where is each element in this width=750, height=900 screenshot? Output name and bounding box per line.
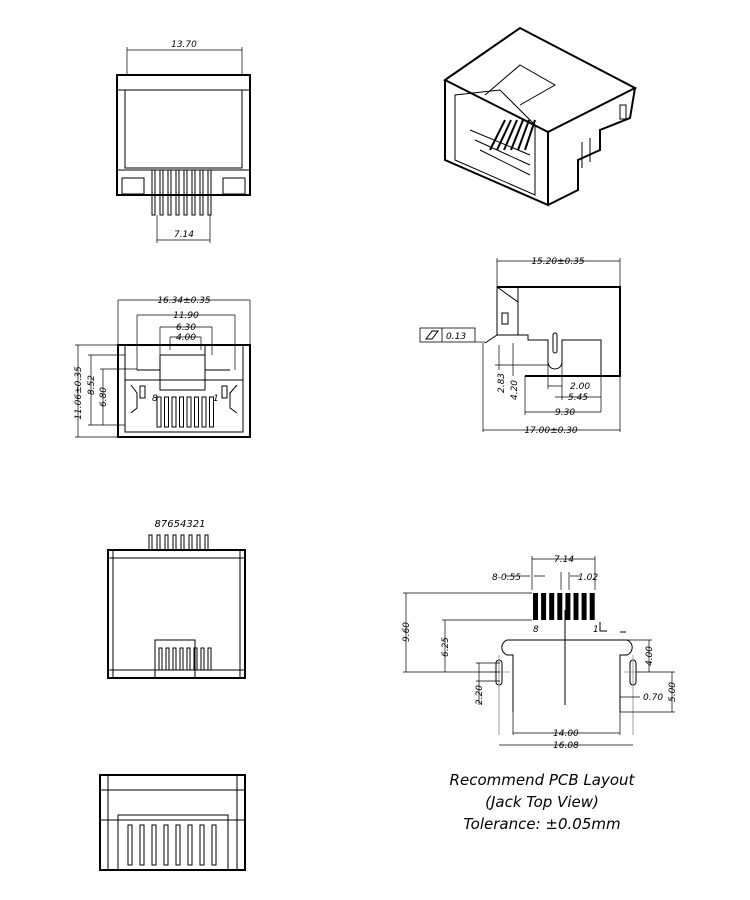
pcb-pad bbox=[557, 593, 563, 620]
flatness-icon bbox=[425, 330, 439, 340]
dim-tab-width: 4.00 bbox=[176, 333, 196, 343]
contact bbox=[524, 119, 536, 151]
dim-5-45: 5.45 bbox=[568, 393, 588, 403]
pin bbox=[175, 169, 180, 216]
caption-tolerance: Tolerance: ±0.05mm bbox=[463, 815, 620, 833]
dim-height-a: 8.52 bbox=[87, 375, 97, 395]
dim-5-00: 5.00 bbox=[668, 682, 678, 702]
pin bbox=[175, 824, 181, 866]
pcb-pad bbox=[549, 593, 555, 620]
pin bbox=[199, 169, 204, 216]
dim-16-08: 16.08 bbox=[553, 741, 579, 751]
dim-9-30: 9.30 bbox=[555, 408, 575, 418]
pcb-pad bbox=[565, 593, 571, 620]
front-dimension-view: 8 1 16.34±0.35 11.90 6.30 4.00 11.06±0.3… bbox=[74, 296, 251, 438]
dim-2-00: 2.00 bbox=[570, 382, 590, 392]
pin-label-8: 8 bbox=[152, 394, 158, 404]
bottom-view: 87654321 bbox=[107, 519, 246, 679]
pin bbox=[179, 647, 184, 671]
caption-title: Recommend PCB Layout bbox=[450, 771, 636, 789]
pin-numbers: 87654321 bbox=[155, 519, 206, 530]
pin-label-1: 1 bbox=[213, 394, 219, 404]
pin bbox=[148, 534, 153, 551]
dim-opening-width: 6.30 bbox=[176, 323, 196, 333]
dim-overall-width: 16.34±0.35 bbox=[157, 296, 211, 306]
pin bbox=[163, 824, 169, 866]
pin bbox=[204, 534, 209, 551]
front-view: 13.70 7.14 bbox=[116, 40, 251, 243]
contact bbox=[517, 119, 530, 151]
rear-view bbox=[99, 774, 246, 871]
pin bbox=[207, 169, 212, 216]
pin bbox=[199, 824, 205, 866]
pin bbox=[172, 534, 177, 551]
dim-0-70: 0.70 bbox=[643, 693, 663, 703]
contact bbox=[510, 119, 524, 151]
dim-overall-height: 11.06±0.35 bbox=[74, 366, 84, 420]
dim-4-20: 4.20 bbox=[510, 380, 520, 400]
flatness-value: 0.13 bbox=[446, 332, 466, 342]
dim-pin-span: 7.14 bbox=[554, 555, 574, 565]
pin bbox=[207, 647, 212, 671]
pin bbox=[167, 169, 172, 216]
pcb-layout: 8 1 7.14 8-0.55 1.02 9.60 6.25 2.20 4.00… bbox=[402, 555, 678, 833]
pin bbox=[156, 534, 161, 551]
caption-view: (Jack Top View) bbox=[485, 793, 599, 811]
pin bbox=[159, 169, 164, 216]
side-view: 0.13 15.20±0.35 17.00±0.30 2.83 4.20 2.0… bbox=[419, 257, 621, 436]
pin bbox=[193, 647, 198, 671]
dim-overall-length: 17.00±0.30 bbox=[524, 426, 578, 436]
dim-6-25: 6.25 bbox=[441, 637, 451, 657]
pin bbox=[187, 824, 193, 866]
pin bbox=[139, 824, 145, 866]
isometric-view bbox=[443, 26, 638, 207]
pin bbox=[180, 534, 185, 551]
pin bbox=[151, 824, 157, 866]
contact bbox=[171, 396, 177, 428]
pcb-pad bbox=[533, 593, 538, 620]
contact bbox=[179, 396, 184, 428]
dim-pad-width: 8-0.55 bbox=[492, 573, 521, 583]
dim-width: 13.70 bbox=[171, 40, 197, 50]
pin bbox=[165, 647, 170, 671]
contact bbox=[209, 396, 214, 428]
contact bbox=[496, 119, 512, 151]
contact bbox=[186, 396, 192, 428]
pcb-pad bbox=[541, 593, 547, 620]
contact bbox=[156, 396, 162, 428]
contact bbox=[489, 119, 506, 151]
dim-top-length: 15.20±0.35 bbox=[531, 257, 585, 267]
pin bbox=[191, 169, 196, 216]
pcb-pad bbox=[573, 593, 579, 620]
dim-height-b: 6.80 bbox=[99, 387, 109, 407]
dim-2-20: 2.20 bbox=[475, 685, 485, 705]
pad-label-1: 1 bbox=[593, 625, 599, 635]
dim-pitch: 1.02 bbox=[578, 573, 598, 583]
pad-label-8: 8 bbox=[533, 625, 539, 635]
dim-9-60: 9.60 bbox=[402, 622, 412, 642]
dim-inner-width: 11.90 bbox=[173, 311, 199, 321]
pin bbox=[151, 169, 156, 216]
pin bbox=[211, 824, 217, 866]
dim-2-83: 2.83 bbox=[497, 373, 507, 393]
pcb-pad bbox=[581, 593, 587, 620]
pin bbox=[183, 169, 188, 216]
contact bbox=[201, 396, 207, 428]
pin bbox=[196, 534, 201, 551]
pin bbox=[127, 824, 133, 866]
dim-pin-span: 7.14 bbox=[174, 230, 194, 240]
dim-4-00: 4.00 bbox=[645, 646, 655, 666]
contact bbox=[194, 396, 199, 428]
contact bbox=[164, 396, 169, 428]
pin bbox=[200, 647, 205, 671]
pcb-pad bbox=[589, 593, 595, 620]
pin bbox=[158, 647, 163, 671]
pin bbox=[186, 647, 191, 671]
dim-14-00: 14.00 bbox=[553, 729, 579, 739]
pin bbox=[188, 534, 193, 551]
pin bbox=[164, 534, 169, 551]
pin bbox=[172, 647, 177, 671]
contact bbox=[503, 119, 518, 151]
